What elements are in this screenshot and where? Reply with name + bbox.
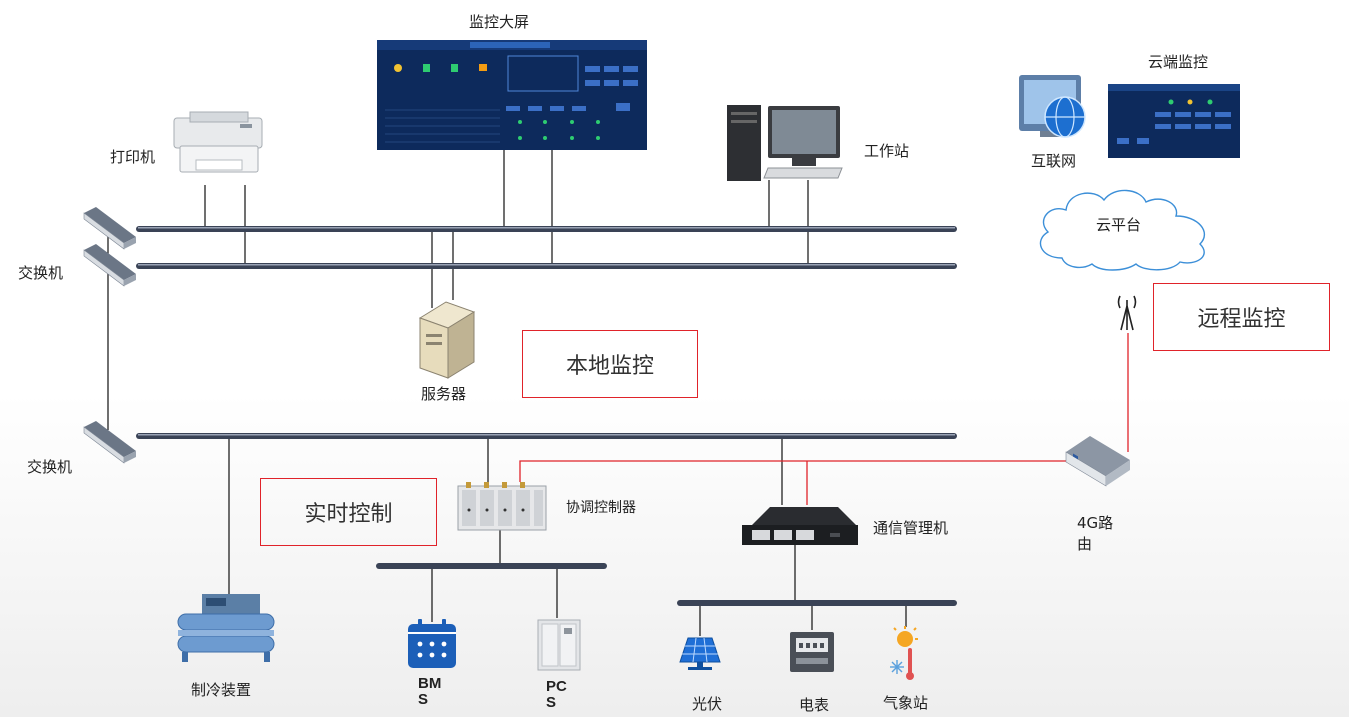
weather-label: 气象站 bbox=[883, 694, 929, 712]
realtime-control-box: 实时控制 bbox=[260, 478, 437, 546]
pcs-icon bbox=[537, 619, 581, 671]
device-bus-right bbox=[677, 600, 957, 606]
local-monitoring-box: 本地监控 bbox=[522, 330, 698, 398]
switch-icon bbox=[83, 207, 136, 464]
pv-label: 光伏 bbox=[692, 695, 723, 713]
pcs-label: PC S bbox=[546, 679, 567, 711]
server-icon bbox=[418, 301, 476, 379]
weather-station-icon bbox=[890, 626, 918, 680]
antenna-icon bbox=[1117, 295, 1137, 331]
internet-label: 互联网 bbox=[1031, 152, 1077, 170]
bus-lines bbox=[136, 226, 957, 606]
workstation-label: 工作站 bbox=[864, 142, 910, 160]
remote-monitoring-box: 远程监控 bbox=[1153, 283, 1330, 351]
bms-icon bbox=[408, 619, 456, 668]
bms-label-line2: S bbox=[418, 691, 429, 708]
internet-computer-icon bbox=[1019, 75, 1086, 138]
server-label: 服务器 bbox=[421, 385, 467, 403]
cloud-platform-icon bbox=[1039, 189, 1206, 271]
bms-label: BM S bbox=[418, 676, 441, 708]
cloud-monitor-screen-icon bbox=[1108, 84, 1240, 158]
printer-icon bbox=[173, 111, 263, 173]
router-label-line2: 由 bbox=[1077, 535, 1093, 553]
bms-label-line1: BM bbox=[418, 675, 442, 692]
switch-label-bottom: 交换机 bbox=[27, 458, 73, 476]
switch-label-top: 交换机 bbox=[18, 264, 64, 282]
monitor-screen-label: 监控大屏 bbox=[469, 13, 530, 31]
lan-bus-2 bbox=[136, 263, 957, 269]
workstation-icon bbox=[727, 105, 843, 181]
monitor-screen-icon bbox=[377, 40, 647, 150]
pv-panel-icon bbox=[679, 637, 721, 670]
router-4g-icon bbox=[1065, 436, 1130, 487]
control-bus bbox=[136, 433, 957, 439]
coordinator-label: 协调控制器 bbox=[566, 500, 636, 516]
coordinator-controller-icon bbox=[457, 482, 547, 531]
printer-label: 打印机 bbox=[110, 148, 156, 166]
router-label-line1: 4G路 bbox=[1077, 514, 1114, 532]
power-meter-icon bbox=[790, 632, 834, 672]
meter-label: 电表 bbox=[799, 696, 830, 714]
cloud-platform-label: 云平台 bbox=[1096, 216, 1142, 234]
comm-manager-icon bbox=[742, 507, 858, 545]
comm-manager-label: 通信管理机 bbox=[873, 519, 949, 537]
lan-bus-1 bbox=[136, 226, 957, 232]
pcs-label-line2: S bbox=[546, 694, 557, 711]
chiller-icon bbox=[177, 594, 275, 662]
chiller-label: 制冷装置 bbox=[191, 681, 252, 699]
cloud-monitor-label: 云端监控 bbox=[1148, 53, 1209, 71]
device-bus-left bbox=[376, 563, 607, 569]
wiring bbox=[107, 150, 907, 636]
pcs-label-line1: PC bbox=[546, 678, 567, 695]
router-label: 4G路 由 bbox=[1077, 512, 1113, 554]
remote-link bbox=[519, 333, 1129, 505]
